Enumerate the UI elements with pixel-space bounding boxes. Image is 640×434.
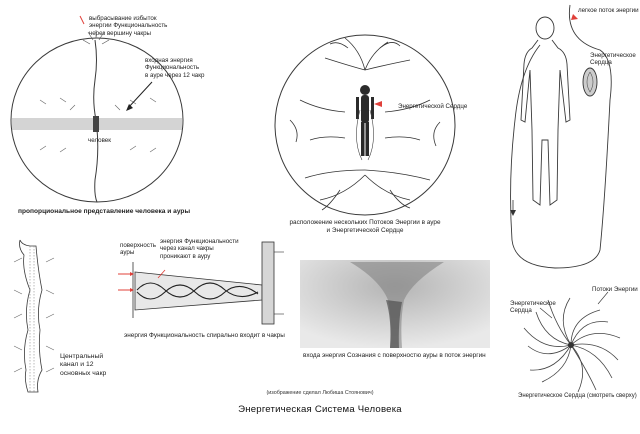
caption-vortex: Энергетическое Сердца (смотреть сверху) xyxy=(518,393,637,399)
caption-central-channel: Центральный канал и 12 основных чакр xyxy=(60,353,107,377)
caption-photo: входа энергия Сознания с поверхностю аур… xyxy=(303,352,486,359)
label-energy-through-chakras: энергия Функциональности через канал чак… xyxy=(160,238,239,260)
label-heart-vortex: Энергетическое Сердца xyxy=(510,300,556,315)
label-light-stream: легкое поток энергии xyxy=(578,7,639,14)
image-credit: (изображение сделал Любиша Стоянович) xyxy=(266,390,374,396)
label-aura-surface: поверхность ауры xyxy=(120,242,156,257)
label-energetic-heart-figure: Энергетическое Сердца xyxy=(590,52,636,67)
page-title: Энергетическая Система Человека xyxy=(238,404,402,415)
label-excess-release: выбрасывание избыток энергии Функциональ… xyxy=(89,15,168,37)
label-person: человек xyxy=(88,137,111,144)
label-incoming-energy: входная энергия Функциональность в ауре … xyxy=(145,57,205,79)
caption-proportional: пропорциональное представление человека … xyxy=(18,208,191,215)
label-energy-streams: Потоки Энергии xyxy=(592,286,638,293)
caption-streams: расположение нескольких Потоков Энергии … xyxy=(289,219,441,234)
label-energetic-heart-center: Энергетической Сердце xyxy=(398,103,468,110)
caption-spiral: энергия Функциональность спирально входи… xyxy=(124,332,285,339)
